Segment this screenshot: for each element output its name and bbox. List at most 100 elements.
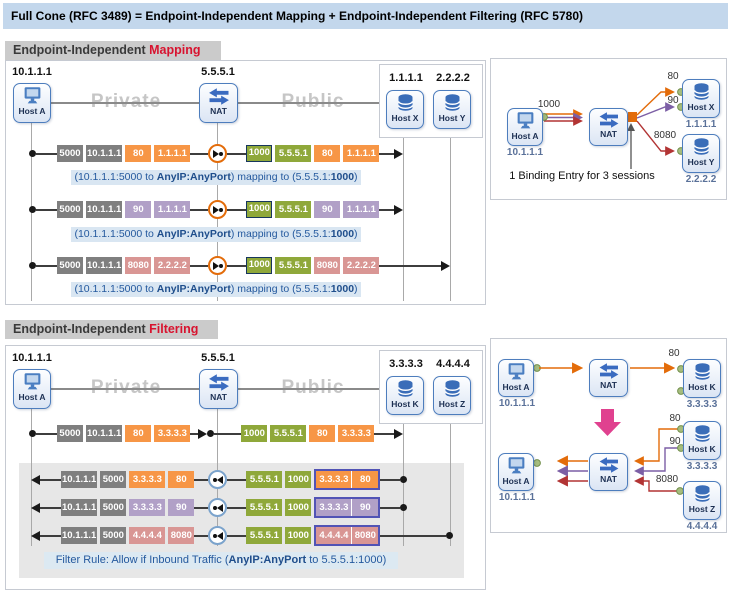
database-icon bbox=[692, 483, 713, 504]
caption-text: (10.1.1.1:5000 to bbox=[74, 228, 157, 240]
page-title: Full Cone (RFC 3489) = Endpoint-Independ… bbox=[3, 3, 728, 29]
port-90-label: 90 bbox=[667, 95, 679, 106]
line bbox=[194, 534, 209, 537]
host-a-ip: 10.1.1.1 bbox=[506, 147, 544, 158]
caption-bold: 1000 bbox=[330, 171, 355, 183]
caption-text: ) bbox=[354, 228, 358, 240]
line bbox=[380, 478, 400, 481]
public-hosts-box: 1.1.1.1 2.2.2.2 Host X Host Y bbox=[379, 64, 483, 138]
nat-label: NAT bbox=[210, 392, 227, 402]
mini-arrow-icon bbox=[216, 503, 223, 512]
packet-field: 5000 bbox=[57, 425, 83, 442]
line bbox=[40, 534, 61, 537]
host-x-timeline bbox=[403, 128, 404, 301]
page-title-text: Full Cone (RFC 3489) = Endpoint-Independ… bbox=[11, 9, 583, 23]
nat-ip: 5.5.5.1 bbox=[201, 352, 235, 364]
line bbox=[227, 264, 247, 267]
host-z-label: Host Z bbox=[438, 399, 466, 409]
arrow-up-icon bbox=[627, 123, 635, 131]
host-a-ip: 10.1.1.1 bbox=[12, 66, 52, 78]
database-icon bbox=[395, 92, 416, 113]
zone-public-label: Public bbox=[281, 91, 345, 112]
line-start-dot bbox=[29, 262, 36, 269]
line bbox=[190, 208, 209, 211]
arrow-right-icon bbox=[198, 428, 208, 439]
pink-down-arrow bbox=[594, 409, 621, 436]
line bbox=[40, 506, 61, 509]
host-a-label: Host A bbox=[18, 392, 46, 402]
nat-arrows-icon bbox=[207, 87, 231, 106]
line-start-dot bbox=[29, 150, 36, 157]
nat-arrows-icon bbox=[597, 362, 621, 380]
mini-dot bbox=[212, 533, 217, 538]
line bbox=[227, 208, 247, 211]
host-y-label: Host Y bbox=[687, 157, 715, 167]
arrow-right-icon bbox=[394, 204, 403, 215]
arrow-left-icon bbox=[31, 530, 40, 541]
packet-field: 8080 bbox=[168, 527, 195, 544]
nat-label: NAT bbox=[600, 380, 617, 390]
port-8080-label: 8080 bbox=[653, 130, 677, 141]
packet-field: 90 bbox=[314, 201, 341, 218]
nat-device: NAT bbox=[589, 108, 628, 146]
line bbox=[36, 208, 57, 211]
zone-private-label: Private bbox=[90, 91, 162, 112]
packet-field: 1000 bbox=[285, 527, 312, 544]
host-k-ip: 3.3.3.3 bbox=[686, 399, 718, 410]
mini-arrow-icon bbox=[216, 475, 223, 484]
line bbox=[40, 478, 61, 481]
mini-dot bbox=[218, 263, 223, 268]
host-z-label: Host Z bbox=[688, 504, 716, 514]
section-header-mapping: Endpoint-Independent Mapping bbox=[5, 41, 221, 60]
packet-field: 80 bbox=[309, 425, 336, 442]
host-k-label: Host K bbox=[688, 382, 716, 392]
packet-field: 8080 bbox=[314, 257, 341, 274]
packet-field: 3.3.3.3 bbox=[129, 499, 166, 516]
binding-note: 1 Binding Entry for 3 sessions bbox=[509, 170, 655, 182]
line bbox=[214, 432, 242, 435]
nat-line-dot bbox=[207, 430, 215, 437]
nat-device: NAT bbox=[589, 359, 628, 397]
host-a: Host A bbox=[498, 359, 534, 397]
nat-arrows-icon bbox=[597, 456, 621, 474]
nat-filter-icon bbox=[208, 526, 228, 545]
host-k: Host K bbox=[683, 359, 721, 398]
nat-filter-icon bbox=[208, 470, 228, 489]
topology-line bbox=[238, 388, 379, 390]
filtering-main-panel: Private Public 10.1.1.1 Host A 5.5.5.1 N… bbox=[5, 345, 486, 590]
packet-field: 80 bbox=[168, 471, 195, 488]
filter-rule-caption: Filter Rule: Allow if Inbound Traffic (A… bbox=[44, 552, 398, 569]
caption-text: to 5.5.5.1:1000) bbox=[306, 554, 387, 566]
line bbox=[36, 152, 57, 155]
nat-ip: 5.5.5.1 bbox=[201, 66, 235, 78]
caption-bold: AnyIP:AnyPort bbox=[156, 171, 231, 183]
host-k-return: Host K bbox=[683, 421, 721, 460]
packet-field: 5000 bbox=[100, 499, 127, 516]
packet-field: 5000 bbox=[57, 145, 83, 162]
line bbox=[227, 534, 247, 537]
host-a-ip: 10.1.1.1 bbox=[12, 352, 52, 364]
line-start-dot bbox=[29, 430, 36, 437]
host-y-ip: 2.2.2.2 bbox=[685, 174, 717, 185]
section-header-filtering-accent: Filtering bbox=[149, 322, 199, 336]
host-a: Host A bbox=[507, 108, 543, 146]
caption-text: ) mapping to (5.5.5.1: bbox=[230, 171, 331, 183]
topology-line bbox=[51, 388, 199, 390]
packet-field: 3.3.3.3 bbox=[154, 425, 191, 442]
host-k-label: Host K bbox=[688, 444, 716, 454]
database-icon bbox=[442, 92, 463, 113]
host-x: Host X bbox=[682, 79, 720, 118]
line bbox=[379, 208, 394, 211]
arrow-left-icon bbox=[31, 474, 40, 485]
host-x-label: Host X bbox=[687, 102, 715, 112]
caption-text: (10.1.1.1:5000 to bbox=[74, 171, 157, 183]
port-80-label: 80 bbox=[667, 71, 679, 82]
